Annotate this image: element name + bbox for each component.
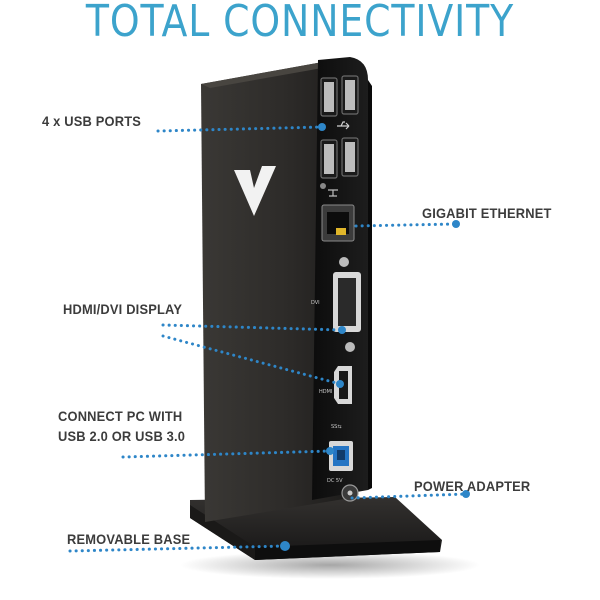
pointer-dot-usb-upstream (326, 447, 334, 455)
dvi-socket (338, 278, 356, 326)
usb-b-tongue (337, 450, 345, 460)
usb-port-1-tongue (324, 82, 334, 112)
label-power-adapter: POWER ADAPTER (414, 478, 531, 494)
label-removable-base: REMOVABLE BASE (67, 531, 191, 547)
usb-screw (320, 183, 326, 189)
pointer-removable-base (68, 544, 287, 553)
usb-upstream-label: SS⇆ (331, 424, 342, 430)
pointer-dot-base (280, 541, 290, 551)
pointer-dot-dvi (338, 326, 346, 334)
pointer-dot-ethernet (452, 220, 460, 228)
power-pin (347, 490, 353, 496)
usb-port-4-tongue (345, 142, 355, 172)
usb-port-3-tongue (324, 144, 334, 174)
page-title: TOTAL CONNECTIVITY (85, 0, 515, 47)
panel-edge (368, 80, 372, 490)
label-connect-pc-line1: CONNECT PC WITH (58, 408, 183, 424)
pointer-power-adapter (350, 492, 468, 500)
dvi-screw-top (339, 257, 349, 267)
pointer-dvi (161, 323, 344, 332)
usb-icon (337, 121, 350, 130)
pointer-gigabit-ethernet (354, 222, 458, 228)
pointer-hdmi (161, 334, 342, 386)
pointer-dot-power (462, 490, 470, 498)
label-usb-ports: 4 x USB PORTS (42, 113, 142, 129)
base-front-edge (255, 540, 440, 560)
power-port-group: DC 5V (327, 478, 359, 502)
usb-ports-group (320, 75, 359, 189)
usb-upstream-group: SS⇆ (329, 424, 353, 471)
pointer-dot-hdmi (336, 380, 344, 388)
usb-port-2-tongue (345, 80, 355, 110)
dvi-port-label: DVI (311, 300, 320, 306)
ethernet-led (336, 228, 346, 235)
dvi-screw-bottom (345, 342, 355, 352)
dvi-port-group (333, 257, 361, 352)
hdmi-port-label: HDMI (319, 389, 332, 395)
pointer-lines (68, 125, 468, 553)
ethernet-port-group (321, 189, 355, 242)
power-port-label: DC 5V (327, 478, 343, 484)
label-gigabit-ethernet: GIGABIT ETHERNET (422, 205, 552, 221)
v7-logo (234, 166, 276, 216)
pointer-endpoints (280, 123, 470, 551)
network-icon (328, 189, 338, 197)
label-connect-pc-line2: USB 2.0 OR USB 3.0 (58, 428, 186, 444)
body-top-edge (201, 57, 356, 88)
pointer-dot-usb (318, 123, 326, 131)
label-hdmi-dvi-display: HDMI/DVI DISPLAY (63, 301, 183, 317)
pointer-usb-upstream (121, 449, 332, 459)
